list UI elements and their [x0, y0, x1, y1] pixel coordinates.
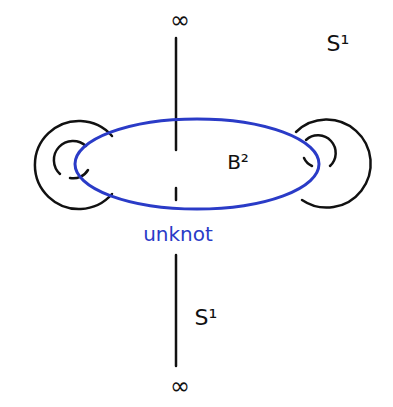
- knot-label: unknot: [143, 224, 213, 244]
- axis-line: [175, 188, 178, 200]
- circle-arc: [296, 120, 371, 208]
- space-label: S¹: [195, 307, 218, 329]
- space-label: S¹: [327, 33, 350, 55]
- circle-arc: [35, 121, 112, 209]
- circle-arc: [306, 135, 336, 166]
- disk-label: B²: [227, 152, 249, 172]
- circle-arc: [304, 158, 312, 166]
- axis-line: [175, 255, 178, 366]
- infinity-label: ∞: [170, 8, 190, 32]
- axis-line: [175, 38, 178, 150]
- unknot-ellipse: [75, 119, 319, 209]
- circle-arc: [54, 141, 86, 174]
- infinity-label: ∞: [170, 374, 190, 398]
